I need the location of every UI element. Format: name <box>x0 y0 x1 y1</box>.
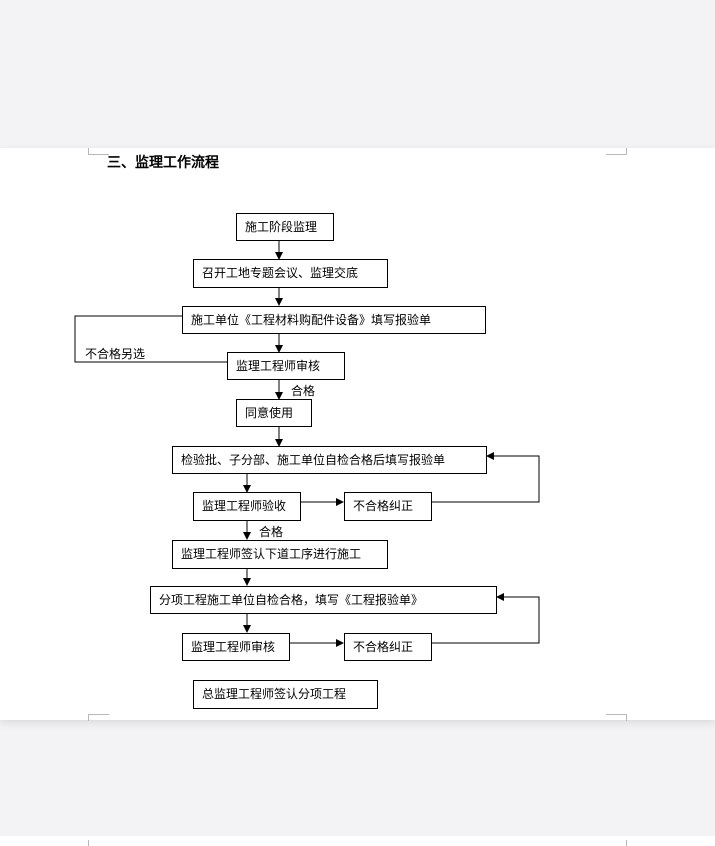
node-chief-sign-subitem: 总监理工程师签认分项工程 <box>193 680 378 709</box>
crop-mark-bottom-left <box>88 714 109 721</box>
node-inspection-batch-report: 检验批、子分部、施工单位自检合格后填写报验单 <box>172 446 487 474</box>
crop-mark-next-left <box>88 840 109 846</box>
correction-loop-2 <box>432 593 540 644</box>
node-engineer-acceptance: 监理工程师验收 <box>193 492 301 521</box>
next-page-edge <box>0 836 715 846</box>
node-construction-stage: 施工阶段监理 <box>236 213 334 241</box>
label-reject-alternative: 不合格另选 <box>85 347 146 361</box>
node-correction-1: 不合格纠正 <box>344 492 432 521</box>
label-pass-2: 合格 <box>259 525 284 539</box>
document-page <box>0 148 715 721</box>
node-sign-next-process: 监理工程师签认下道工序进行施工 <box>172 540 388 569</box>
node-material-report: 施工单位《工程材料购配件设备》填写报验单 <box>182 306 486 334</box>
node-approve-use: 同意使用 <box>236 399 312 427</box>
reject-alt-loop <box>74 315 227 363</box>
node-engineer-review: 监理工程师审核 <box>227 352 345 380</box>
node-subitem-report: 分项工程施工单位自检合格，填写《工程报验单》 <box>150 586 497 614</box>
crop-mark-top-right <box>606 148 627 155</box>
node-correction-2: 不合格纠正 <box>344 633 432 661</box>
crop-mark-top-left <box>88 148 109 155</box>
crop-mark-next-right <box>606 840 627 846</box>
label-pass-1: 合格 <box>291 384 316 398</box>
node-engineer-review-2: 监理工程师审核 <box>182 633 290 661</box>
correction-loop-1 <box>432 452 540 503</box>
crop-mark-bottom-right <box>606 714 627 721</box>
section-title: 三、监理工作流程 <box>107 155 219 171</box>
node-site-meeting: 召开工地专题会议、监理交底 <box>193 259 388 288</box>
